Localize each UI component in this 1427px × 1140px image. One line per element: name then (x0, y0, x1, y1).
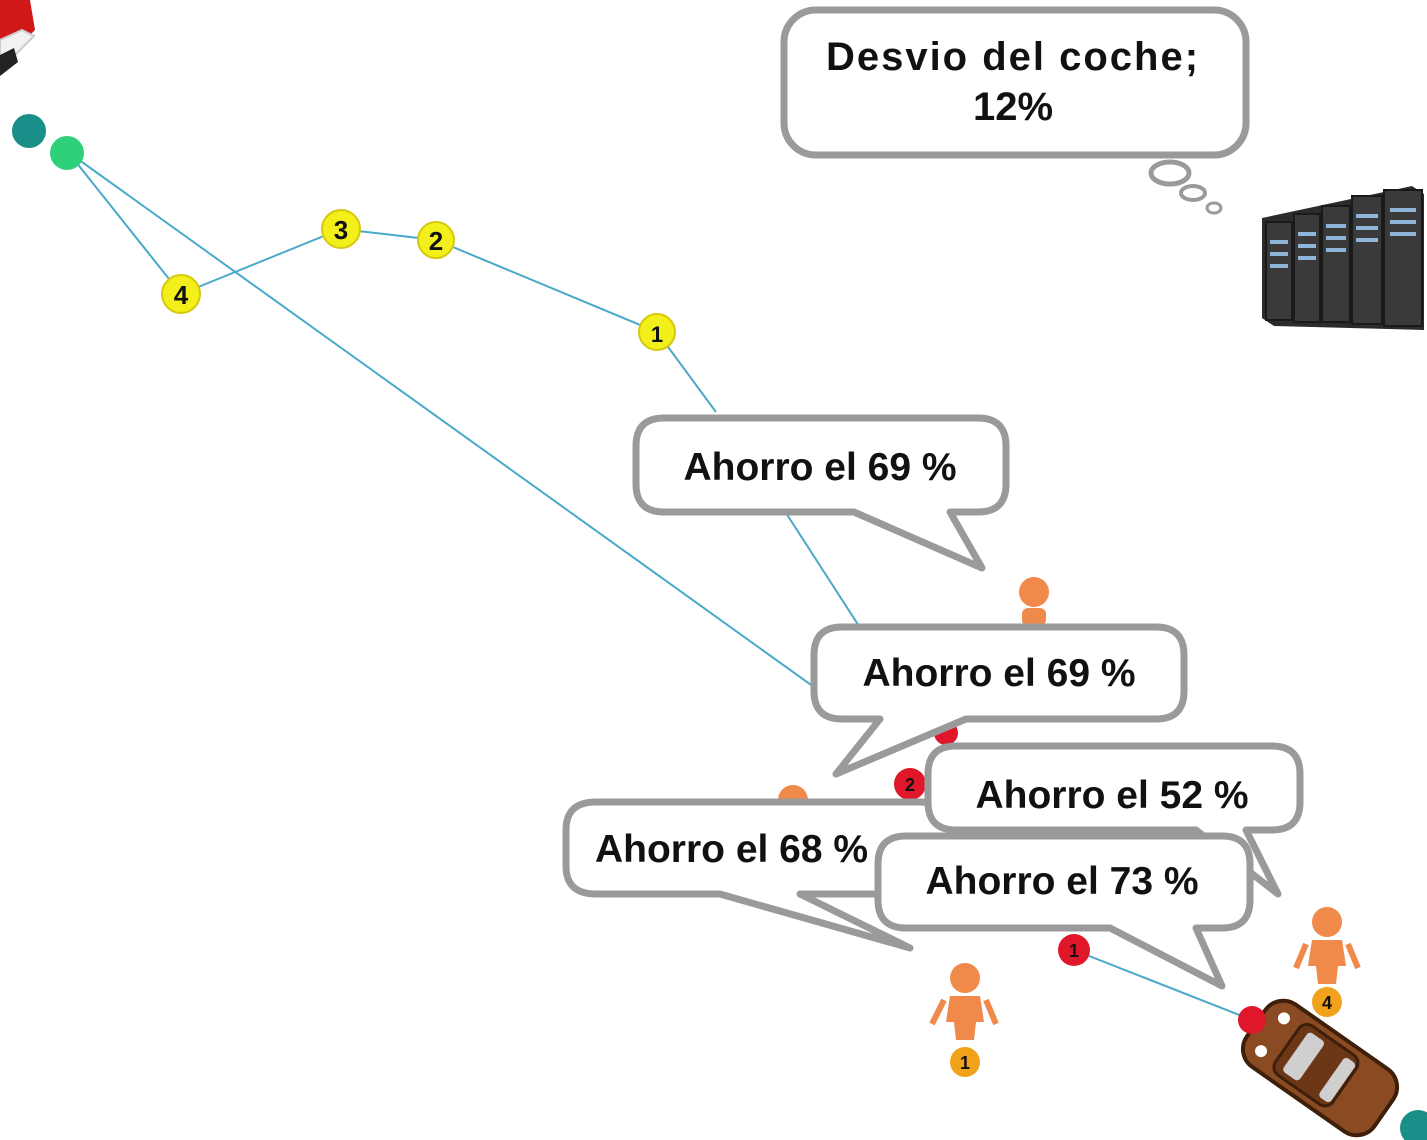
speech-bubble-5: Ahorro el 73 % (874, 832, 1254, 990)
teal-node[interactable] (12, 114, 46, 148)
waypoint-4[interactable]: 4 (161, 274, 201, 314)
speech-bubble-label: Ahorro el 73 % (925, 860, 1198, 903)
waypoint-1[interactable]: 1 (638, 313, 676, 351)
red-stop-label: 1 (1069, 941, 1079, 961)
person-icon[interactable] (1019, 577, 1049, 626)
thought-bubble: Desvio del coche; 12% (780, 6, 1250, 215)
waypoint-2[interactable]: 2 (417, 221, 455, 259)
waypoint-label: 3 (334, 215, 348, 245)
speech-bubble-2: Ahorro el 69 % (810, 623, 1188, 778)
waypoint-3[interactable]: 3 (321, 209, 361, 249)
waypoint-label: 1 (651, 322, 663, 347)
red-stop-label: 2 (905, 775, 915, 795)
person-4[interactable]: 4 (1293, 907, 1361, 1017)
red-stop-1[interactable]: 1 (1058, 934, 1090, 966)
thought-bubble-line2: 12% (973, 85, 1053, 129)
speech-bubble-label: Ahorro el 69 % (862, 652, 1135, 695)
route-segment (180, 227, 717, 413)
speech-bubble-label: Ahorro el 68 % (595, 828, 868, 871)
speech-bubble-1: Ahorro el 69 % (632, 414, 1010, 572)
green-node[interactable] (50, 136, 84, 170)
route-segment (785, 512, 869, 641)
server-rack-icon (1262, 186, 1424, 330)
waypoint-label: 2 (429, 226, 443, 256)
waypoint-label: 4 (174, 280, 189, 310)
route-segment (1073, 949, 1253, 1021)
person-label: 4 (1322, 993, 1332, 1013)
route-segment (67, 151, 861, 721)
red-stop[interactable] (1238, 1006, 1266, 1034)
thought-bubble-line1: Desvio del coche; (826, 35, 1200, 79)
speech-bubble-label: Ahorro el 69 % (683, 446, 956, 489)
person-label: 1 (960, 1053, 970, 1073)
teal-node[interactable] (1400, 1110, 1427, 1140)
speech-bubble-label: Ahorro el 52 % (975, 774, 1248, 817)
person-1[interactable]: 1 (929, 963, 999, 1077)
speech-bubble-3: Ahorro el 52 % (924, 742, 1304, 898)
red-stop-2[interactable]: 2 (894, 768, 926, 800)
route-segment (67, 151, 182, 295)
car-icon[interactable] (1234, 992, 1405, 1140)
santa-icon (0, 0, 36, 76)
